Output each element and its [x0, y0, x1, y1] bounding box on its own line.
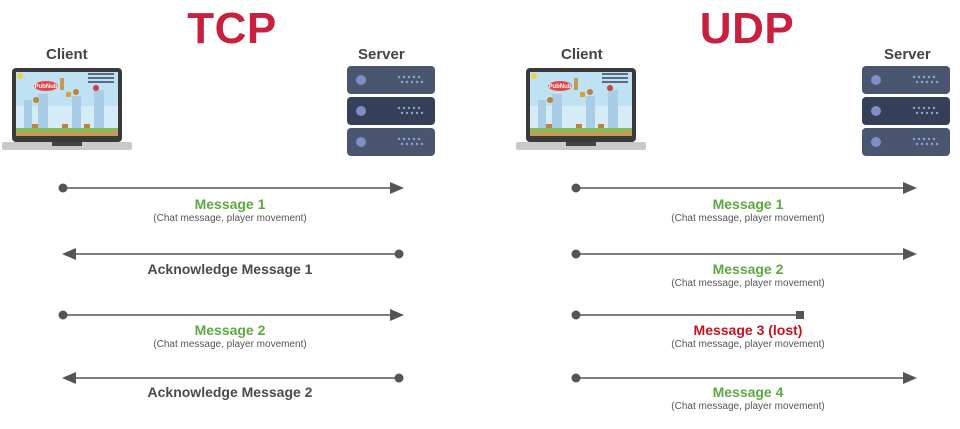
- tcp-ack-2: Acknowledge Message 2: [60, 384, 400, 400]
- udp-arrow-message-1: [571, 182, 917, 194]
- udp-message-4-label: Message 4: [712, 384, 784, 400]
- tcp-client-label: Client: [46, 46, 88, 63]
- udp-server-icon: [862, 66, 950, 156]
- pubnub-logo: PubNub: [35, 84, 58, 90]
- udp-arrow-message-4: [571, 372, 917, 384]
- udp-arrow-message-2: [571, 248, 917, 260]
- tcp-client-laptop-icon: PubNub: [2, 68, 132, 150]
- udp-message-3-label: Message 3 (lost): [693, 322, 803, 338]
- tcp-arrow-ack-1: [62, 248, 404, 260]
- tcp-server-icon: [347, 66, 435, 156]
- udp-server-label: Server: [884, 46, 931, 63]
- tcp-message-2: Message 2 (Chat message, player movement…: [60, 322, 400, 351]
- tcp-message-1: Message 1 (Chat message, player movement…: [60, 196, 400, 225]
- tcp-message-2-sub: (Chat message, player movement): [153, 339, 307, 350]
- udp-client-label: Client: [561, 46, 603, 63]
- udp-message-4: Message 4 (Chat message, player movement…: [578, 384, 918, 413]
- udp-message-2-sub: (Chat message, player movement): [671, 278, 825, 289]
- tcp-title: TCP: [187, 4, 277, 53]
- udp-client-laptop-icon: PubNub: [516, 68, 646, 150]
- tcp-message-1-sub: (Chat message, player movement): [153, 213, 307, 224]
- udp-message-1: Message 1 (Chat message, player movement…: [578, 196, 918, 225]
- tcp-message-2-label: Message 2: [194, 322, 266, 338]
- udp-message-2-label: Message 2: [712, 261, 784, 277]
- udp-arrow-message-3-lost: [571, 310, 804, 320]
- tcp-ack-1: Acknowledge Message 1: [60, 261, 400, 277]
- tcp-server-label: Server: [358, 46, 405, 63]
- tcp-ack-2-label: Acknowledge Message 2: [147, 384, 313, 400]
- tcp-ack-1-label: Acknowledge Message 1: [147, 261, 313, 277]
- udp-message-3-sub: (Chat message, player movement): [671, 339, 825, 350]
- udp-message-4-sub: (Chat message, player movement): [671, 401, 825, 412]
- udp-message-3: Message 3 (lost) (Chat message, player m…: [578, 322, 918, 351]
- pubnub-logo: PubNub: [549, 84, 572, 90]
- tcp-arrow-message-1: [58, 182, 404, 194]
- tcp-arrow-ack-2: [62, 372, 404, 384]
- udp-title: UDP: [699, 4, 795, 53]
- tcp-arrow-message-2: [58, 309, 404, 321]
- udp-message-2: Message 2 (Chat message, player movement…: [578, 261, 918, 290]
- udp-message-1-label: Message 1: [712, 196, 784, 212]
- udp-message-1-sub: (Chat message, player movement): [671, 213, 825, 224]
- tcp-message-1-label: Message 1: [194, 196, 266, 212]
